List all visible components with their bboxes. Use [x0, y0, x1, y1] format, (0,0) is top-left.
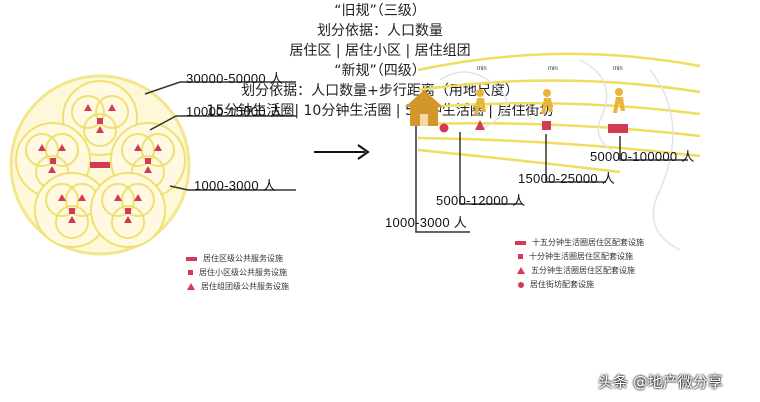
old-label-neighborhood: 10000-15000 人 — [186, 104, 284, 119]
walker-icon-3 — [613, 88, 625, 113]
new-label-block: 1000-3000 人 — [385, 215, 468, 230]
old-caption-title: “旧规”（三级） — [334, 3, 426, 19]
bar-marker-icon — [186, 256, 197, 261]
new-label-5min: 5000-12000 人 — [436, 193, 526, 208]
transition-arrow — [314, 144, 370, 160]
square-marker-icon — [188, 270, 193, 275]
house-icon — [405, 90, 443, 126]
new-legend-label: 五分钟生活圈居住区配套设施 — [531, 266, 635, 275]
bar-marker-icon — [515, 240, 526, 245]
walker-icon-2 — [541, 89, 553, 114]
square-marker-icon — [518, 254, 523, 259]
triangle-marker-icon — [187, 283, 195, 290]
old-caption-basis: 划分依据：人口数量 — [317, 23, 443, 39]
faint-background-strokes — [439, 59, 681, 251]
minute-label-2: min — [548, 66, 558, 72]
minute-label-1: min — [477, 66, 487, 72]
new-legend-item-5min: 五分钟生活圈居住区配套设施 — [517, 265, 635, 276]
new-legend-label: 十分钟生活圈居住区配套设施 — [529, 252, 633, 261]
new-legend-item-10min: 十分钟生活圈居住区配套设施 — [518, 251, 633, 262]
old-legend-item-neighborhood: 居住小区级公共服务设施 — [188, 267, 287, 278]
old-label-group: 1000-3000 人 — [194, 178, 277, 193]
new-label-15min: 50000-100000 人 — [590, 149, 695, 164]
new-leader-lines — [415, 126, 688, 233]
new-legend-label: 居住街坊配套设施 — [530, 280, 594, 289]
old-legend-label: 居住组团级公共服务设施 — [201, 282, 289, 291]
new-caption-levels: 15分钟生活圈| 10分钟生活圈 | 5分钟生活圈 | 居住街坊 — [206, 103, 554, 119]
old-legend-item-district: 居住区级公共服务设施 — [186, 253, 283, 264]
new-caption-title: “新规”（四级） — [334, 63, 426, 79]
old-legend-label: 居住区级公共服务设施 — [203, 254, 283, 263]
old-label-district: 30000-50000 人 — [186, 71, 284, 86]
minute-label-3: min — [613, 66, 623, 72]
new-label-10min: 15000-25000 人 — [518, 171, 616, 186]
walking-circle-arcs — [417, 52, 701, 174]
new-facility-markers — [439, 120, 628, 133]
new-legend-item-15min: 十五分钟生活圈居住区配套设施 — [515, 237, 644, 248]
circle-marker-icon — [518, 281, 524, 288]
walker-icon-1 — [474, 89, 486, 114]
new-legend-item-block: 居住街坊配套设施 — [518, 279, 594, 290]
triangle-marker-icon — [517, 267, 525, 274]
old-leader-lines — [144, 81, 296, 191]
new-legend-label: 十五分钟生活圈居住区配套设施 — [532, 238, 644, 247]
watermark: 头条 @地产微分享 — [598, 373, 723, 391]
old-legend-label: 居住小区级公共服务设施 — [199, 268, 287, 277]
old-facility-markers — [38, 104, 162, 223]
old-caption-levels: 居住区 | 居住小区 | 居住组团 — [289, 43, 471, 59]
old-legend-item-group: 居住组团级公共服务设施 — [187, 281, 289, 292]
